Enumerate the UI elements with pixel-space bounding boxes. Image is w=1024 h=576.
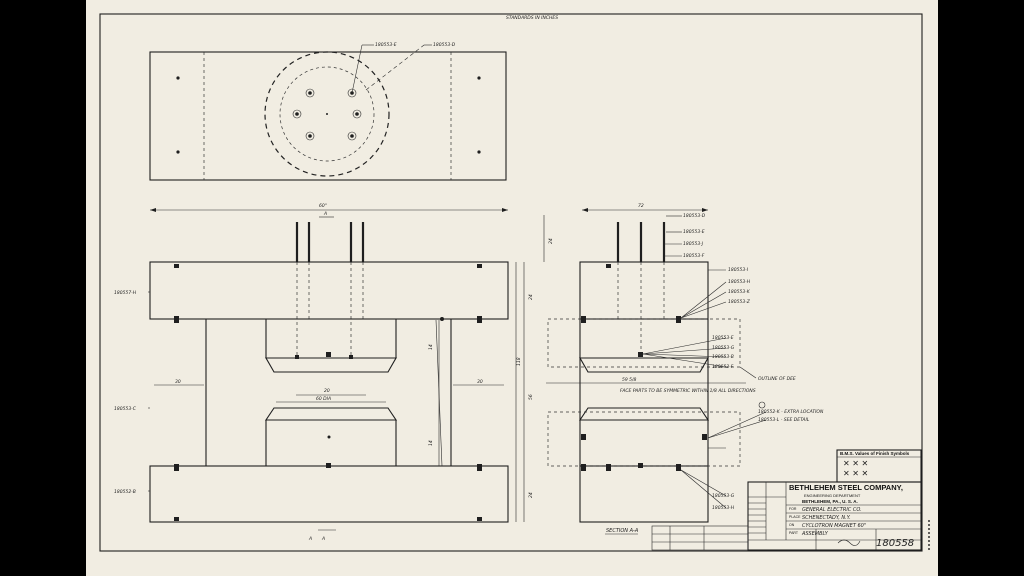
svg-text:FOR: FOR <box>789 507 797 511</box>
company-department: ENGINEERING DEPARTMENT <box>804 493 861 498</box>
svg-text:✕ ✕ ✕: ✕ ✕ ✕ <box>843 469 868 478</box>
section-caption: SECTION A-A <box>606 528 639 534</box>
svg-text:20: 20 <box>324 388 330 394</box>
svg-text:✕ ✕ ✕: ✕ ✕ ✕ <box>843 459 868 468</box>
svg-text:A: A <box>308 536 312 542</box>
side-label-7: 180553-K <box>728 289 751 295</box>
header-note: STANDARDS IN INCHES <box>506 15 558 21</box>
title-part: ASSEMBLY <box>801 531 829 537</box>
svg-text:72: 72 <box>638 203 644 209</box>
drawing-border <box>99 13 923 552</box>
side-label-13: 180553-G <box>712 493 735 499</box>
drawing-number: 180558 <box>876 538 914 549</box>
title-place: SCHENECTADY, N.Y. <box>802 515 851 521</box>
side-label-10: 180553-G <box>712 345 735 351</box>
svg-text:59 5/8: 59 5/8 <box>622 377 637 383</box>
title-for: GENERAL ELECTRIC CO. <box>802 507 862 513</box>
company-location: BETHLEHEM, PA., U. S. A. <box>802 499 858 504</box>
svg-text:PLACE: PLACE <box>789 515 801 519</box>
svg-text:14: 14 <box>428 440 434 446</box>
side-label-11: 180553-B <box>712 354 734 360</box>
drawing-sheet: STANDARDS IN INCHES 180553-E 180553-D <box>86 0 938 576</box>
top-label-2: 180553-D <box>433 42 456 48</box>
section-mark-bottom: A <box>321 536 325 542</box>
svg-text:A: A <box>323 211 327 217</box>
svg-text:ON: ON <box>789 523 795 527</box>
side-label-2: 180553-E <box>683 229 705 235</box>
company-name: BETHLEHEM STEEL COMPANY, <box>789 483 903 492</box>
side-label-6: 180553-H <box>728 279 751 285</box>
svg-text:24: 24 <box>548 238 554 244</box>
side-label-14: 180553-H <box>712 505 735 511</box>
engineering-drawing: STANDARDS IN INCHES 180553-E 180553-D <box>99 13 930 552</box>
revisions-table <box>651 525 749 551</box>
top-view: 180553-E 180553-D <box>149 42 507 181</box>
side-view: 72 59 5/8 <box>546 203 824 535</box>
svg-text:60 DIA: 60 DIA <box>316 396 331 402</box>
side-label-9: 180553-E <box>712 335 734 341</box>
finish-symbols-table: B.M.S. Values of Finish Symbols ✕ ✕ ✕ ✕ … <box>836 449 922 483</box>
svg-text:30: 30 <box>477 379 483 385</box>
front-label-3: 180552-B <box>114 489 136 495</box>
front-view: 60" A 20 60 DIA 30 30 <box>114 203 554 542</box>
svg-text:56: 56 <box>528 394 534 400</box>
side-label-8: 180553-Z <box>728 299 751 305</box>
svg-text:PART: PART <box>789 531 799 535</box>
side-label-12: 180553-F <box>712 364 734 370</box>
title-on: CYCLOTRON MAGNET 60" <box>802 523 866 529</box>
title-block: BETHLEHEM STEEL COMPANY, ENGINEERING DEP… <box>747 481 922 551</box>
front-label-1: 180557-H <box>114 290 137 296</box>
side-label-3: 180553-J <box>683 241 704 247</box>
side-label-5: 180553-I <box>728 267 749 273</box>
finish-symbols-title: B.M.S. Values of Finish Symbols <box>840 451 910 456</box>
mid-note-1: 180552-K - EXTRA LOCATION <box>758 409 824 415</box>
svg-text:30: 30 <box>175 379 181 385</box>
svg-text:60": 60" <box>319 203 327 209</box>
front-label-2: 180553-C <box>114 406 137 412</box>
svg-text:14: 14 <box>428 344 434 350</box>
side-label-1: 180553-D <box>683 213 706 219</box>
mid-note-2: 180553-L - SEE DETAIL <box>758 417 810 423</box>
side-label-4: 180553-F <box>683 253 705 259</box>
svg-text:24: 24 <box>528 294 534 300</box>
outline-note: OUTLINE OF DEE <box>758 376 796 382</box>
side-note: FACE PARTS TO BE SYMMETRIC WITHIN 1/8 AL… <box>620 388 756 394</box>
svg-text:24: 24 <box>528 492 534 498</box>
svg-text:118: 118 <box>516 357 522 366</box>
top-label-1: 180553-E <box>375 42 397 48</box>
